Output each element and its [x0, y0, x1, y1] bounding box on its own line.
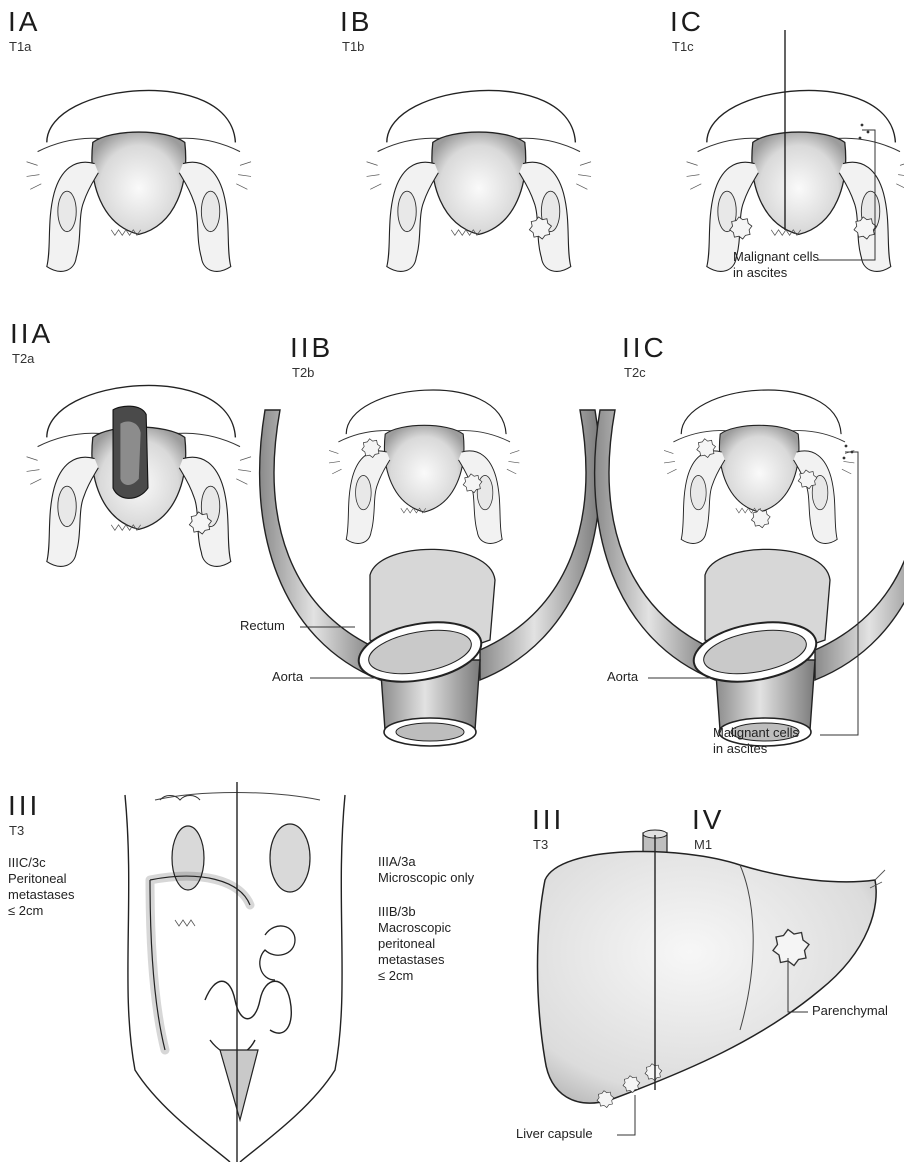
stage-label-liver-iii: III	[532, 804, 564, 836]
tnm-label-t1b: T1b	[342, 40, 364, 55]
rectum-label: Rectum	[240, 619, 285, 634]
stage-label-iv: IV	[692, 804, 724, 836]
iic-ascites-label-line2: in ascites	[713, 742, 767, 757]
ic-ascites-label-line2: in ascites	[733, 266, 787, 281]
illustration-ic	[687, 90, 904, 271]
iiic-line3: ≤ 2cm	[8, 904, 43, 919]
liver-capsule-label: Liver capsule	[516, 1127, 593, 1142]
iiic-title: IIIC/3c	[8, 856, 46, 871]
iiib-line2: peritoneal	[378, 937, 435, 952]
iiic-line2: metastases	[8, 888, 74, 903]
illustration-liver	[538, 830, 886, 1108]
tnm-label-t3: T3	[9, 824, 24, 839]
tnm-label-t2c: T2c	[624, 366, 646, 381]
iiic-line1: Peritoneal	[8, 872, 67, 887]
iiia-title: IIIA/3a	[378, 855, 416, 870]
iiia-line1: Microscopic only	[378, 871, 474, 886]
stage-label-ic: IC	[670, 6, 704, 38]
tnm-label-t2b: T2b	[292, 366, 314, 381]
iib-aorta-label: Aorta	[272, 670, 303, 685]
illustration-ia	[27, 90, 251, 271]
illustration-iib-pelvis	[329, 390, 519, 543]
tnm-label-liver-t3: T3	[533, 838, 548, 853]
tnm-label-t1c: T1c	[672, 40, 694, 55]
illustration-iic-pelvis	[664, 390, 854, 543]
parenchymal-label: Parenchymal	[812, 1004, 888, 1019]
illustration-ib	[367, 90, 591, 271]
stage-label-iib: IIB	[290, 332, 333, 364]
tnm-label-t1a: T1a	[9, 40, 31, 55]
ic-ascites-label-line1: Malignant cells	[733, 250, 819, 265]
stage-label-iii: III	[8, 790, 40, 822]
tnm-label-m1: M1	[694, 838, 712, 853]
capsule-leader	[617, 1095, 635, 1135]
iiib-title: IIIB/3b	[378, 905, 416, 920]
stage-label-iia: IIA	[10, 318, 53, 350]
stage-label-iic: IIC	[622, 332, 667, 364]
iiib-line4: ≤ 2cm	[378, 969, 413, 984]
iiib-line3: metastases	[378, 953, 444, 968]
iic-aorta-label: Aorta	[607, 670, 638, 685]
tnm-label-t2a: T2a	[12, 352, 34, 367]
illustration-iia	[27, 385, 251, 566]
iiib-line1: Macroscopic	[378, 921, 451, 936]
iic-ascites-label-line1: Malignant cells	[713, 726, 799, 741]
illustration-iii-abdomen	[125, 793, 345, 1162]
stage-label-ib: IB	[340, 6, 372, 38]
stage-label-ia: IA	[8, 6, 40, 38]
